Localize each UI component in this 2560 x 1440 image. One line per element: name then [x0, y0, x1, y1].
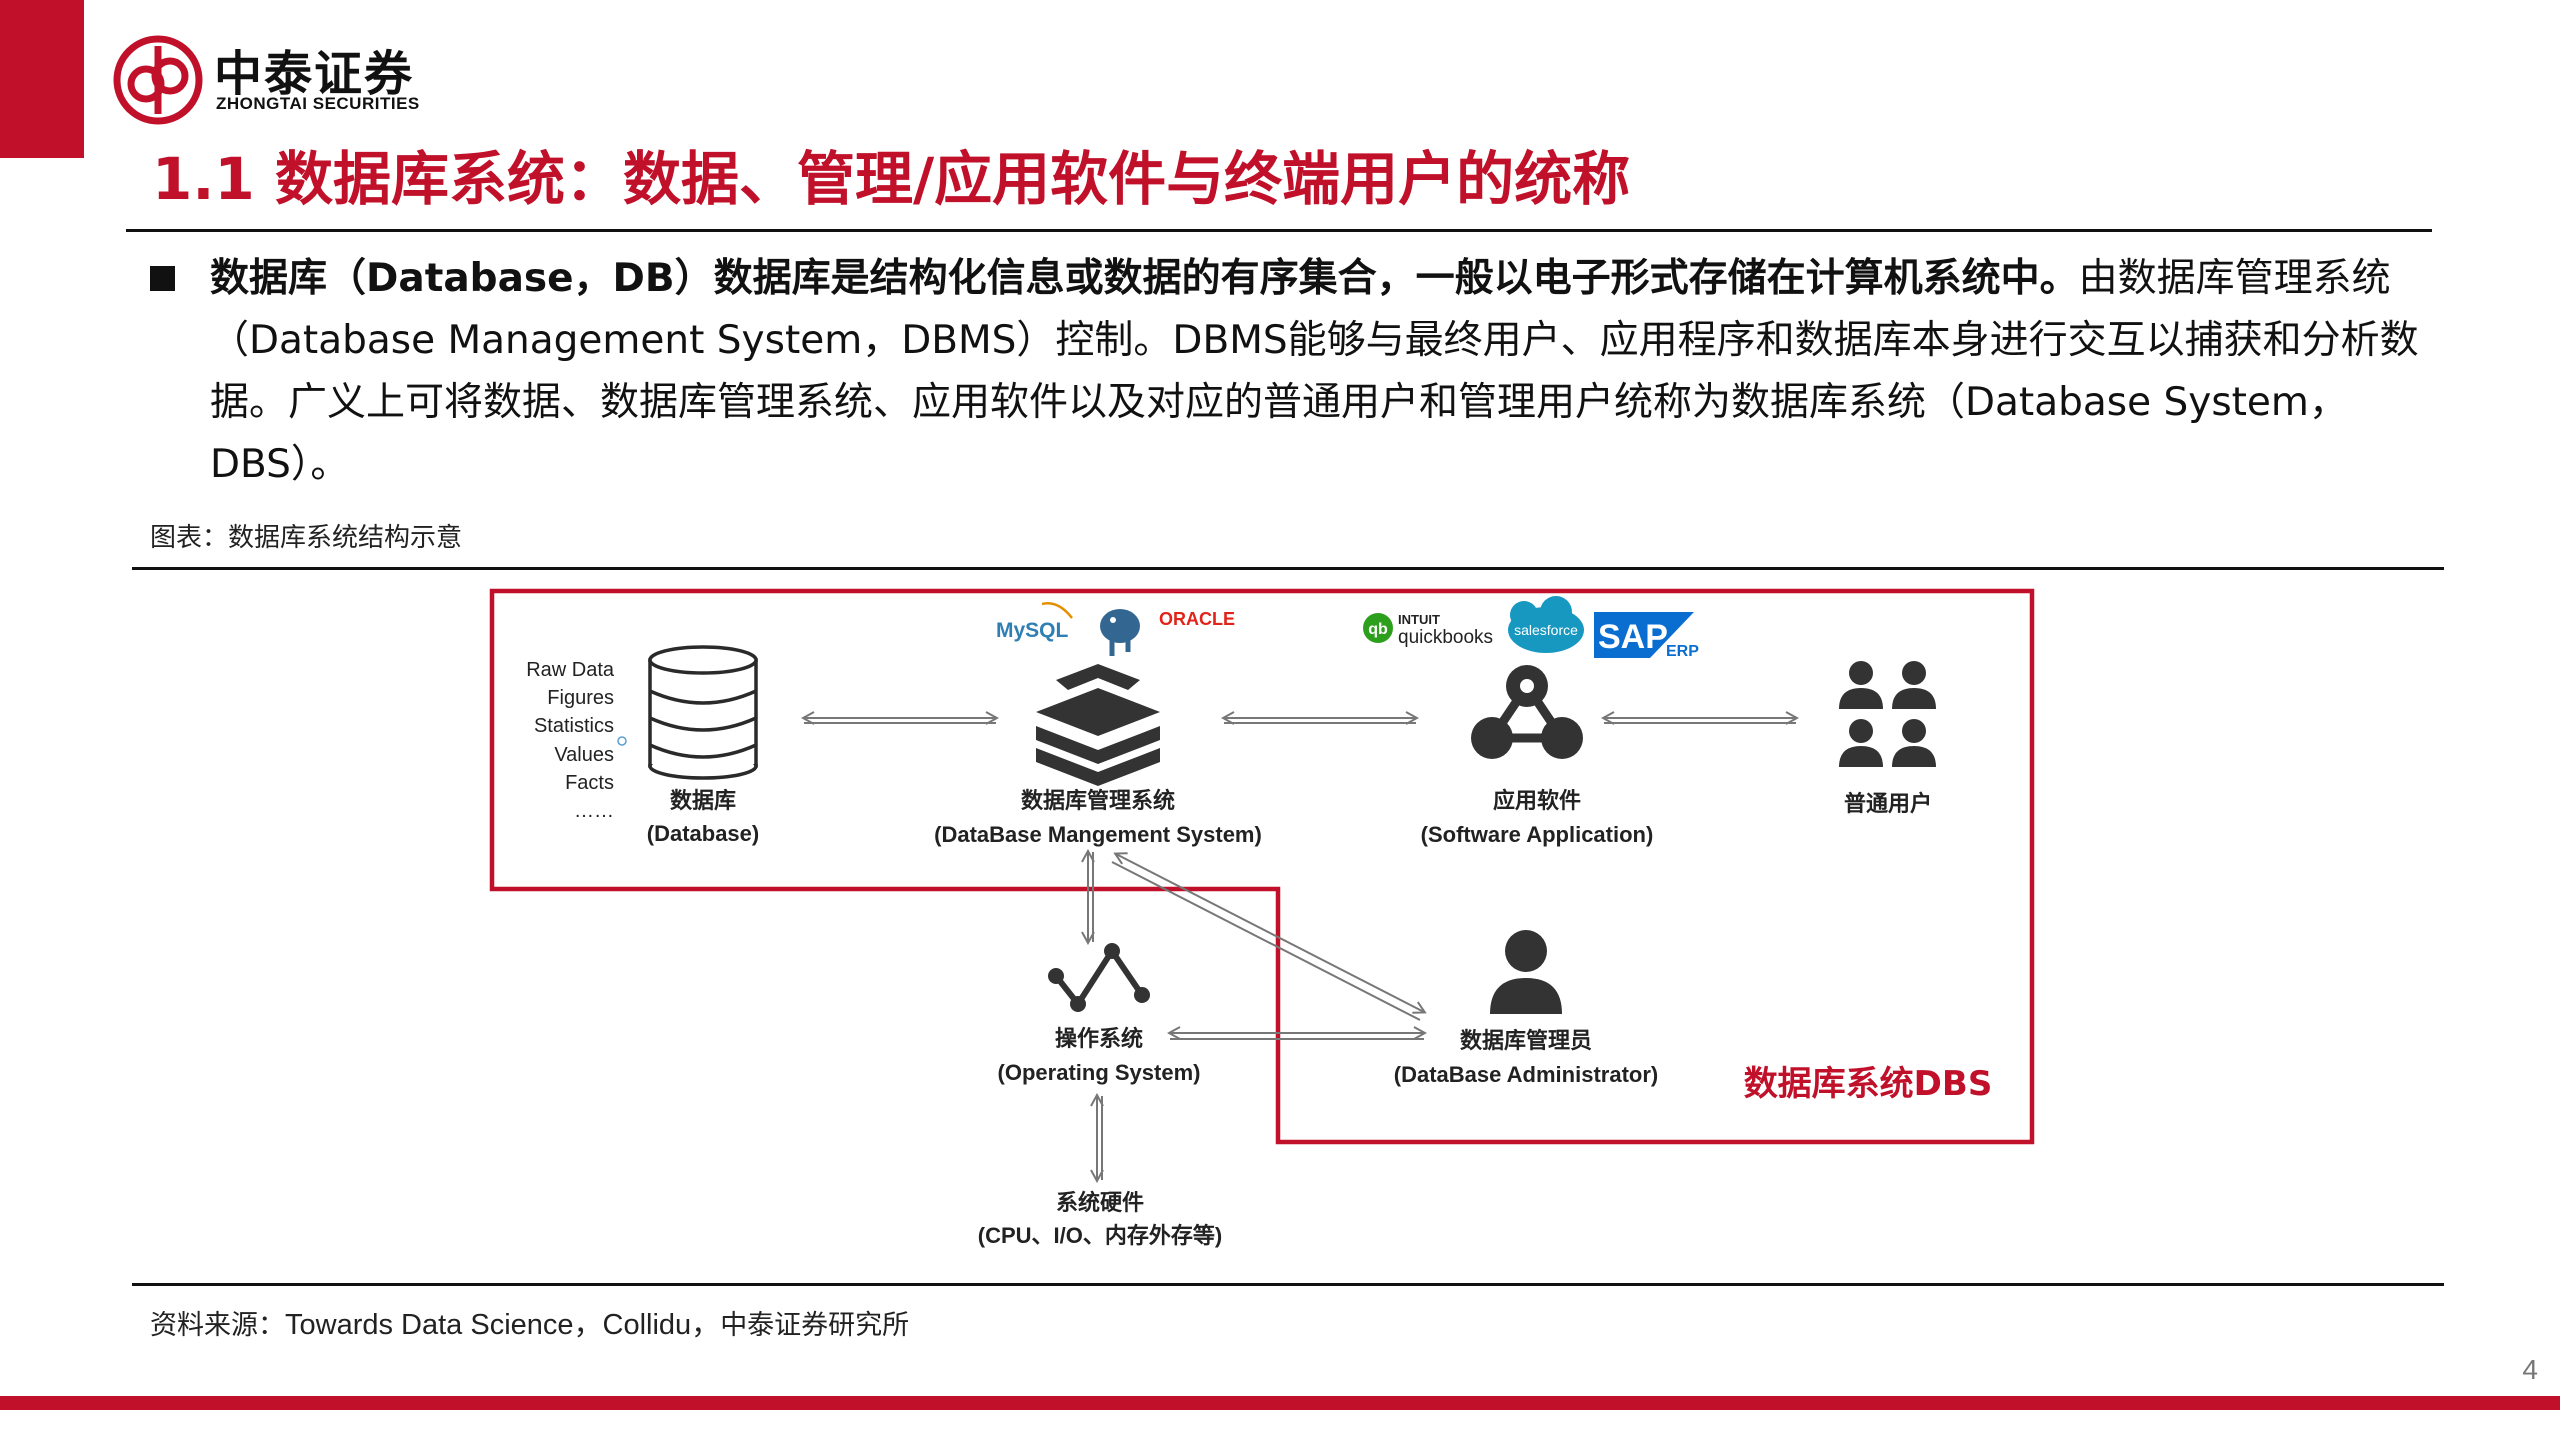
- brand-name-en: ZHONGTAI SECURITIES: [216, 94, 420, 113]
- database-cylinder-icon: [648, 645, 758, 780]
- quickbooks-text: quickbooks: [1398, 627, 1493, 648]
- elephant-icon: [1100, 609, 1140, 656]
- mysql-logo-icon: MySQL: [996, 602, 1073, 642]
- raw-item: Facts: [565, 772, 614, 794]
- oracle-logo-text: ORACLE: [1159, 609, 1235, 629]
- arrow-dbms-dba-shadow: [1111, 861, 1421, 1021]
- svg-text:qb: qb: [1368, 621, 1388, 638]
- os-label-en: (Operating System): [998, 1060, 1201, 1085]
- salesforce-logo-icon: salesforce: [1508, 596, 1584, 653]
- source-divider: [132, 1283, 2444, 1286]
- dbms-label-cn: 数据库管理系统: [1021, 788, 1175, 813]
- stacked-layers-icon: [1036, 664, 1160, 786]
- raw-item: Figures: [547, 687, 614, 709]
- page-number: 4: [2522, 1354, 2538, 1385]
- network-triangle-icon: [1471, 665, 1583, 759]
- database-label-cn: 数据库: [670, 788, 736, 813]
- zhongtai-logo-icon: [113, 35, 203, 125]
- users-label-cn: 普通用户: [1844, 791, 1932, 816]
- brand-accent-bar: [0, 0, 84, 158]
- raw-item: ……: [574, 800, 614, 822]
- source-prefix: 资料来源：: [150, 1310, 285, 1341]
- database-label-en: (Database): [647, 821, 759, 846]
- figure-caption: 图表：数据库系统结构示意: [150, 523, 463, 553]
- intro-paragraph: 数据库（Database，DB）数据库是结构化信息或数据的有序集合，一般以电子形…: [210, 248, 2460, 496]
- sap-logo-icon: SAP ERP: [1594, 612, 1699, 660]
- source-latin: Towards Data Science，Collidu，: [285, 1309, 721, 1341]
- sap-text: SAP: [1598, 618, 1668, 656]
- raw-item: Raw Data: [526, 659, 615, 681]
- dbs-boundary: [489, 588, 2035, 1145]
- person-icon: [1490, 930, 1562, 1014]
- dba-label-cn: 数据库管理员: [1460, 1028, 1592, 1053]
- slide-title: 1.1 数据库系统：数据、管理/应用软件与终端用户的统称: [152, 145, 1631, 213]
- caption-divider: [132, 567, 2444, 570]
- bottom-accent-bar: [0, 1396, 2560, 1410]
- brand-name-cn: 中泰证券: [214, 46, 415, 102]
- arrow-dbms-dba: [1116, 854, 1424, 1012]
- app-label-en: (Software Application): [1421, 822, 1654, 847]
- bullet-square-icon: [150, 266, 175, 291]
- dbms-label-en: (DataBase Mangement System): [934, 822, 1262, 847]
- title-divider: [126, 229, 2432, 232]
- intro-body: 由数据库管理系统（Database Management System，DBMS…: [210, 256, 2419, 487]
- raw-data-list: Raw Data Figures Statistics Values Facts…: [526, 659, 627, 822]
- os-label-cn: 操作系统: [1055, 1026, 1143, 1051]
- anchor-dot-icon: [617, 736, 627, 746]
- mysql-logo-text: MySQL: [996, 619, 1069, 642]
- erp-text: ERP: [1666, 643, 1699, 660]
- source-suffix: 中泰证券研究所: [720, 1310, 910, 1341]
- app-label-cn: 应用软件: [1493, 788, 1581, 813]
- quickbooks-logo-icon: qb INTUIT quickbooks: [1363, 612, 1493, 648]
- salesforce-text: salesforce: [1514, 622, 1578, 638]
- raw-item: Values: [554, 744, 614, 766]
- user-group-icon: [1839, 661, 1936, 767]
- intro-bold-lead: 数据库（Database，DB）数据库是结构化信息或数据的有序集合，一般以电子形…: [210, 256, 2079, 301]
- zigzag-network-icon: [1048, 943, 1150, 1012]
- raw-item: Statistics: [534, 715, 614, 737]
- source-note: 资料来源：Towards Data Science，Collidu，中泰证券研究…: [150, 1301, 909, 1343]
- hardware-label-cn: 系统硬件: [1056, 1190, 1144, 1215]
- intuit-text: INTUIT: [1398, 612, 1440, 627]
- dbs-label: 数据库系统DBS: [1744, 1064, 1993, 1104]
- hardware-label-en: (CPU、I/O、内存外存等): [978, 1223, 1222, 1248]
- dba-label-en: (DataBase Administrator): [1394, 1062, 1658, 1087]
